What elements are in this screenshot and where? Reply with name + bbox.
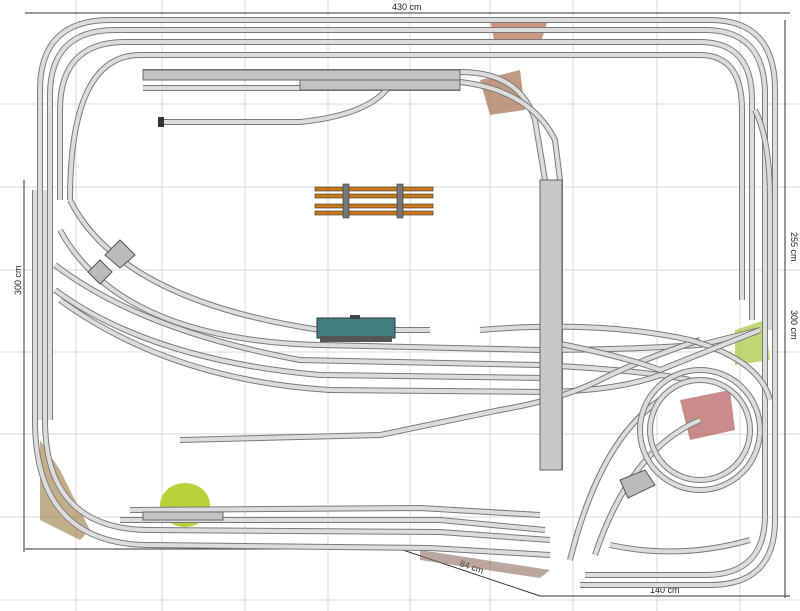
track-segment[interactable] bbox=[67, 52, 745, 300]
building-left-1[interactable] bbox=[104, 239, 136, 269]
dim-left-height: 300 cm bbox=[13, 265, 23, 295]
track-segment[interactable] bbox=[149, 528, 551, 542]
track-segment[interactable] bbox=[48, 28, 767, 577]
track-segment[interactable] bbox=[38, 18, 777, 587]
building-left-2[interactable] bbox=[87, 259, 113, 285]
dim-right-full: 300 cm bbox=[789, 310, 799, 340]
track-segment[interactable] bbox=[68, 53, 744, 300]
track-segment[interactable] bbox=[609, 538, 751, 554]
track-segment[interactable] bbox=[753, 109, 772, 330]
track-segment[interactable] bbox=[300, 79, 563, 470]
dim-top-width: 430 cm bbox=[392, 2, 422, 12]
platform-bottom[interactable] bbox=[142, 511, 224, 521]
track-segment[interactable] bbox=[149, 543, 551, 557]
track-segment[interactable] bbox=[58, 40, 754, 320]
station-platform-top[interactable] bbox=[142, 69, 461, 81]
tracks bbox=[32, 17, 778, 588]
dim-bottom-right: 140 cm bbox=[650, 585, 680, 595]
track-segment[interactable] bbox=[160, 83, 392, 124]
track-segment[interactable] bbox=[58, 229, 761, 353]
track-segment[interactable] bbox=[179, 338, 701, 442]
buffer-stop bbox=[158, 117, 164, 127]
track-segment[interactable] bbox=[58, 298, 661, 395]
track-segment[interactable] bbox=[53, 288, 551, 380]
helix-track[interactable] bbox=[648, 378, 752, 482]
track-segment[interactable] bbox=[43, 190, 151, 532]
station-platform-top-2[interactable] bbox=[299, 79, 461, 91]
dim-right-upper: 255 cm bbox=[789, 232, 799, 262]
scenery-bottom-strip bbox=[420, 550, 550, 578]
track-segment[interactable] bbox=[593, 418, 701, 556]
track-segment[interactable] bbox=[47, 27, 768, 578]
building-right[interactable] bbox=[619, 469, 656, 499]
platform-vertical[interactable] bbox=[539, 179, 563, 471]
scenery-rocks-helix bbox=[680, 390, 735, 440]
track-segment[interactable] bbox=[143, 70, 547, 470]
helix-track[interactable] bbox=[638, 368, 762, 492]
track-segment[interactable] bbox=[37, 17, 778, 588]
track-segment[interactable] bbox=[300, 80, 562, 470]
track-segment[interactable] bbox=[33, 190, 151, 547]
track-segment[interactable] bbox=[68, 199, 430, 332]
bridge[interactable] bbox=[314, 183, 434, 219]
track-segment[interactable] bbox=[120, 518, 546, 532]
track-segment[interactable] bbox=[568, 398, 662, 561]
track-segment[interactable] bbox=[53, 263, 691, 382]
track-segment[interactable] bbox=[129, 505, 541, 517]
station-building[interactable] bbox=[316, 315, 396, 342]
structures bbox=[87, 69, 656, 521]
